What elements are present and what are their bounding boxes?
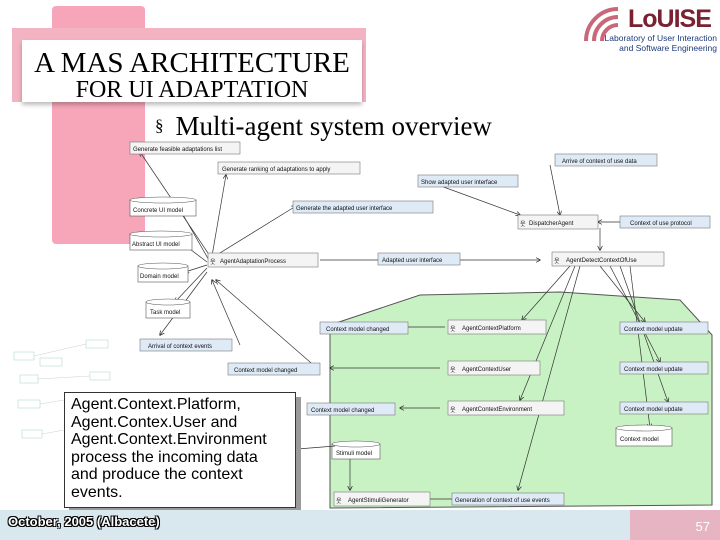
- agent-actor-icon: 웃: [520, 221, 526, 228]
- message-generate-adapted-ui-label: Generate the adapted user interface: [296, 206, 393, 212]
- message-arrive-context-use-label: Arrive of context of use data: [562, 159, 637, 165]
- model-concrete-ui: Concrete UI model: [129, 196, 197, 217]
- message-show-adapted-ui-label: Show adapted user interface: [421, 180, 498, 186]
- message-context-update-3: Context model update: [619, 401, 709, 415]
- logo-subtitle-line2: and Software Engineering: [619, 43, 717, 53]
- callout-note: Agent.Context.Platform, Agent.Contex.Use…: [64, 392, 296, 508]
- agent-context-platform: AgentContextPlatform 웃: [447, 319, 547, 335]
- agent-adaptation-process: AgentAdaptationProcess 웃: [207, 252, 319, 268]
- message-adapted-ui-label: Adapted user interface: [382, 258, 443, 264]
- mini-diagram-thumbnail: [13, 339, 111, 439]
- bullet-text: Multi-agent system overview: [175, 111, 492, 141]
- slide-title-line2: FOR UI ADAPTATION: [75, 77, 309, 103]
- callout-line-2: Agent.Contex.User and: [71, 413, 238, 431]
- message-context-update-2: Context model update: [619, 361, 709, 375]
- message-context-update-1-label: Context model update: [624, 327, 683, 333]
- agent-context-environment-label: AgentContextEnvironment: [462, 407, 532, 413]
- agent-dispatcher-label: DispatcherAgent: [529, 221, 574, 227]
- message-arrive-context-use: Arrive of context of use data: [554, 153, 658, 167]
- message-adapted-ui: Adapted user interface: [377, 252, 461, 266]
- agent-actor-icon: 웃: [450, 407, 456, 414]
- agent-actor-icon: 웃: [336, 498, 342, 505]
- message-context-update-1: Context model update: [619, 321, 709, 335]
- message-arrival-events-label: Arrival of context events: [148, 344, 212, 350]
- agent-adaptation-process-label: AgentAdaptationProcess: [220, 259, 286, 265]
- message-show-adapted-ui: Show adapted user interface: [417, 174, 519, 188]
- callout-line-6: events.: [71, 483, 123, 501]
- model-concrete-ui-label: Concrete UI model: [133, 208, 183, 214]
- bullet-mark: §: [155, 116, 164, 135]
- agent-actor-icon: 웃: [554, 258, 560, 265]
- message-generation-events-label: Generation of context of use events: [455, 498, 550, 504]
- model-task-label: Task model: [150, 310, 180, 316]
- model-domain-label: Domain model: [140, 274, 179, 280]
- diagram-models: Concrete UI model Abstract UI model Doma…: [129, 196, 673, 460]
- mas-diagram: Generate feasible adaptations list Gener…: [13, 141, 713, 509]
- message-generate-ranking: Generate ranking of adaptations to apply: [217, 161, 361, 175]
- title-box: A MAS ARCHITECTURE FOR UI ADAPTATION: [22, 40, 362, 102]
- agent-stimuli-generator: AgentStimuliGenerator 웃: [333, 491, 431, 507]
- agent-detect-context-label: AgentDetectContextOfUse: [566, 258, 637, 264]
- model-stimuli-label: Stimuli model: [336, 451, 372, 457]
- model-domain: Domain model: [137, 262, 189, 283]
- message-generate-list: Generate feasible adaptations list: [129, 141, 241, 155]
- diagram-agents: DispatcherAgent 웃 AgentAdaptationProcess…: [207, 214, 665, 507]
- agent-actor-icon: 웃: [450, 326, 456, 333]
- logo-subtitle-line1: Laboratory of User Interaction: [604, 33, 717, 43]
- message-context-changed-2: Context model changed: [227, 362, 321, 376]
- message-context-use-protocol: Context of use protocol: [619, 215, 711, 229]
- footer-accent: [630, 510, 720, 540]
- message-generate-adapted-ui: Generate the adapted user interface: [292, 200, 434, 214]
- page-number: 57: [695, 519, 710, 534]
- model-task: Task model: [145, 298, 191, 319]
- logo-subtitle: Laboratory of User Interaction and Softw…: [599, 33, 717, 53]
- footer-bar: [0, 510, 720, 540]
- agent-context-environment: AgentContextEnvironment 웃: [447, 400, 565, 416]
- message-context-use-protocol-label: Context of use protocol: [630, 221, 692, 227]
- callout-line-5: and produce the context: [71, 466, 243, 483]
- agent-context-user: AgentContextUser 웃: [447, 360, 541, 376]
- agent-stimuli-generator-label: AgentStimuliGenerator: [348, 498, 409, 504]
- message-generation-events: Generation of context of use events: [451, 492, 565, 506]
- model-context-label: Context model: [620, 437, 659, 443]
- logo-emblem-icon: [584, 7, 619, 42]
- message-context-changed-2-label: Context model changed: [234, 368, 297, 374]
- message-generate-list-label: Generate feasible adaptations list: [133, 147, 222, 153]
- bullet-point: § Multi-agent system overview: [155, 111, 492, 142]
- callout-line-3: Agent.Context.Environment: [71, 431, 267, 448]
- message-generate-ranking-label: Generate ranking of adaptations to apply: [222, 167, 330, 173]
- message-context-update-2-label: Context model update: [624, 367, 683, 373]
- agent-detect-context: AgentDetectContextOfUse 웃: [551, 251, 665, 267]
- logo-name: LoUISE: [628, 5, 712, 33]
- diagram-messages: Generate feasible adaptations list Gener…: [129, 141, 711, 506]
- callout-line-4: process the incoming data: [71, 448, 258, 466]
- agent-dispatcher: DispatcherAgent 웃: [517, 214, 599, 230]
- message-context-update-3-label: Context model update: [624, 407, 683, 413]
- footer-date: October, 2005 (Albacete): [8, 514, 160, 529]
- model-context: Context model: [615, 424, 673, 447]
- slide-title-line1: A MAS ARCHITECTURE: [34, 47, 350, 79]
- model-stimuli: Stimuli model: [331, 440, 381, 460]
- model-abstract-ui: Abstract UI model: [129, 230, 193, 251]
- agent-context-platform-label: AgentContextPlatform: [462, 326, 521, 332]
- diagram-connectors: [140, 152, 668, 499]
- message-context-changed-3: Context model changed: [306, 402, 396, 416]
- louise-logo: LoUISE Laboratory of User Interaction an…: [580, 3, 718, 55]
- message-context-changed-1-label: Context model changed: [326, 327, 389, 333]
- message-context-changed-1: Context model changed: [319, 321, 409, 335]
- message-arrival-events: Arrival of context events: [139, 338, 233, 352]
- agent-actor-icon: 웃: [210, 259, 216, 266]
- agent-actor-icon: 웃: [450, 367, 456, 374]
- callout-line-1: Agent.Context.Platform,: [71, 396, 241, 413]
- message-context-changed-3-label: Context model changed: [311, 408, 374, 414]
- model-abstract-ui-label: Abstract UI model: [132, 242, 180, 248]
- agent-context-user-label: AgentContextUser: [462, 367, 511, 373]
